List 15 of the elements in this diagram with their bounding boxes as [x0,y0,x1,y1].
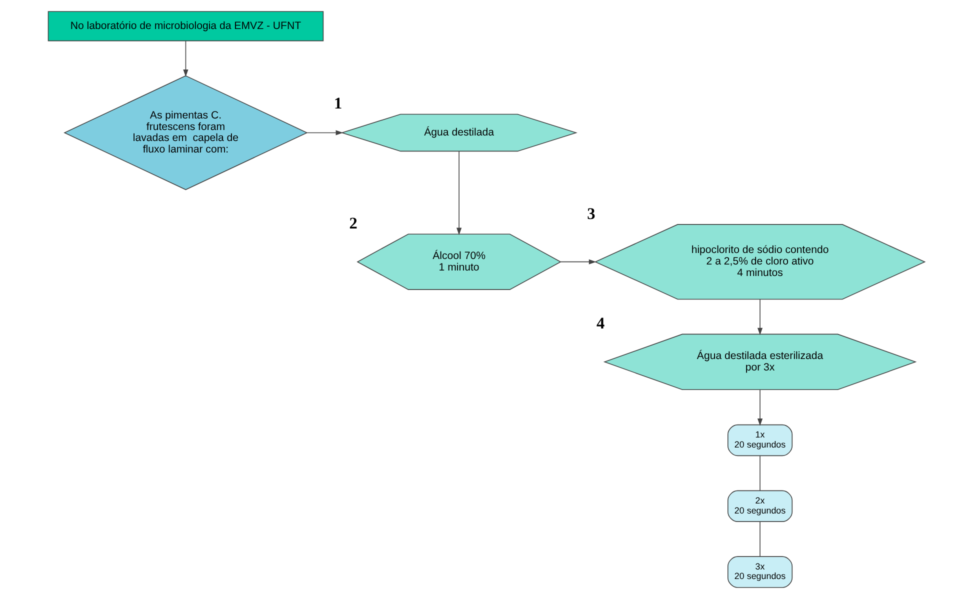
arrow [560,259,596,264]
arrow [757,298,763,336]
node-label: 4 [596,314,605,332]
node-diamond: As pimentas C. frutescens foram lavadas em capela de fluxo laminar com: [64,75,308,190]
node-box: No laboratório de microbiologia da EMVZ - UFNT [48,11,324,42]
node-label: 2 [349,214,358,232]
node-label: 1 [334,94,342,112]
node-box: 3x 20 segundos [728,556,793,588]
node-box: 1x 20 segundos [728,424,793,456]
node-box: 2x 20 segundos [728,490,793,522]
arrow [757,389,763,426]
arrow [306,130,344,136]
arrow [183,40,188,77]
node-label: 3 [587,204,596,223]
arrow [456,150,462,236]
